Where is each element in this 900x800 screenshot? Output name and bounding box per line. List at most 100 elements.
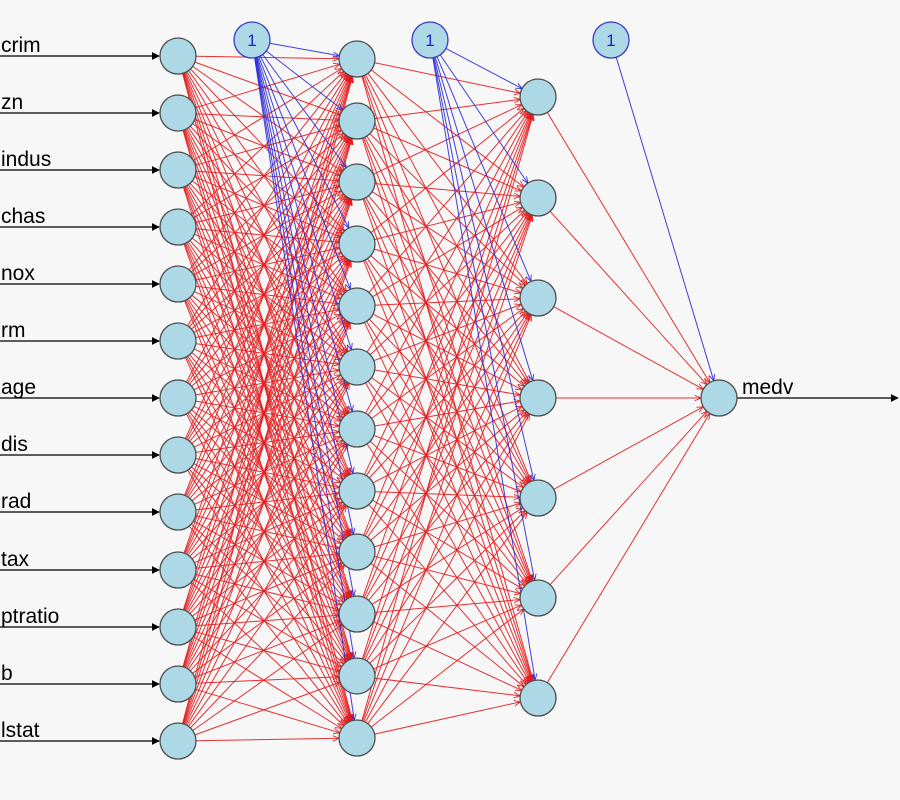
weight-edge — [373, 605, 522, 670]
weight-edge — [374, 702, 521, 735]
weight-edge — [194, 497, 341, 564]
weight-edge — [191, 194, 344, 330]
weight-edge — [371, 377, 524, 488]
weight-edge — [370, 255, 525, 387]
weight-edge — [367, 72, 527, 283]
bias-edge — [254, 57, 354, 658]
weight-edge — [183, 199, 351, 668]
weight-edge — [185, 383, 350, 726]
weight-edge — [184, 186, 351, 598]
weight-edge — [183, 138, 351, 611]
weight-edge — [185, 260, 350, 611]
weight-edge — [188, 70, 347, 292]
input-node-3 — [159, 151, 197, 189]
hidden2-node-3 — [519, 279, 557, 317]
weight-edge — [362, 114, 532, 598]
output-node-1 — [700, 379, 738, 417]
weight-edge — [369, 440, 525, 585]
neurons — [159, 21, 738, 760]
weight-edge — [194, 233, 341, 300]
weight-edge — [363, 315, 531, 722]
weight-edge — [361, 114, 532, 659]
hidden2-node-7 — [519, 679, 557, 717]
weight-edge — [186, 71, 348, 352]
bias-edge — [259, 55, 349, 228]
weight-edge — [186, 242, 349, 536]
weight-edge — [184, 357, 351, 721]
weight-edge — [195, 738, 339, 740]
weight-edge — [367, 512, 527, 724]
weight-edge — [368, 111, 526, 293]
weight-edge — [364, 314, 531, 661]
weight-edge — [364, 259, 530, 582]
weight-edge — [374, 62, 521, 94]
weight-edge — [194, 291, 340, 360]
weight-edge — [370, 609, 524, 728]
bias-node-2 — [411, 21, 449, 59]
weight-edge — [372, 313, 522, 390]
weight-edge — [184, 300, 351, 722]
weight-edge — [365, 414, 530, 723]
weight-edge — [365, 74, 530, 382]
weight-connections — [182, 56, 710, 740]
weight-edge — [366, 112, 528, 353]
weight-edge — [363, 215, 531, 598]
input-node-7 — [159, 379, 197, 417]
weight-edge — [193, 375, 341, 448]
weight-edge — [191, 466, 344, 602]
input-label-rad: rad — [1, 490, 31, 513]
bias-connections — [254, 42, 714, 720]
output-label: medv — [742, 376, 794, 399]
weight-edge — [192, 624, 343, 732]
hidden1-node-4 — [338, 225, 376, 263]
weight-edge — [195, 688, 340, 733]
weight-edge — [187, 184, 347, 414]
bias-edge — [255, 57, 353, 474]
weight-edge — [188, 73, 346, 271]
hidden1-node-11 — [338, 657, 376, 695]
weight-edge — [364, 136, 531, 482]
weight-edge — [553, 407, 703, 490]
hidden2-node-4 — [519, 379, 557, 417]
weight-edge — [186, 137, 349, 440]
weight-edge — [363, 260, 532, 682]
bias-edge — [258, 56, 351, 290]
weight-edge — [368, 412, 527, 601]
weight-edge — [370, 108, 524, 234]
bias-edge — [615, 57, 714, 381]
weight-edge — [191, 440, 343, 560]
weight-edge — [195, 186, 340, 224]
weight-edge — [195, 64, 340, 109]
weight-edge — [193, 348, 341, 421]
bias-edge — [255, 57, 354, 535]
weight-edge — [370, 410, 525, 541]
hidden1-node-3 — [338, 163, 376, 201]
weight-edge — [190, 565, 344, 729]
weight-edge — [361, 76, 533, 680]
weight-edge — [193, 578, 342, 667]
weight-edge — [546, 112, 709, 382]
input-label-age: age — [1, 376, 36, 399]
weight-edge — [186, 445, 348, 726]
weight-edge — [195, 56, 339, 58]
weight-edge — [185, 413, 348, 722]
weight-edge — [184, 72, 350, 475]
weight-edge — [374, 401, 521, 427]
weight-edge — [186, 128, 348, 414]
weight-edge — [362, 215, 533, 722]
weight-edge — [374, 600, 520, 613]
input-node-8 — [159, 436, 197, 474]
weight-edge — [187, 127, 346, 353]
hidden1-node-5 — [338, 287, 376, 325]
weight-edge — [366, 258, 527, 484]
weight-edge — [194, 176, 341, 237]
weight-edge — [187, 74, 348, 327]
weight-edge — [186, 383, 348, 669]
weight-edge — [373, 127, 522, 191]
weight-edge — [187, 241, 347, 476]
bias-edge — [257, 56, 352, 350]
weight-edge — [370, 562, 524, 686]
weight-edge — [185, 75, 348, 383]
weight-edge — [365, 197, 529, 483]
weight-edge — [182, 73, 353, 720]
